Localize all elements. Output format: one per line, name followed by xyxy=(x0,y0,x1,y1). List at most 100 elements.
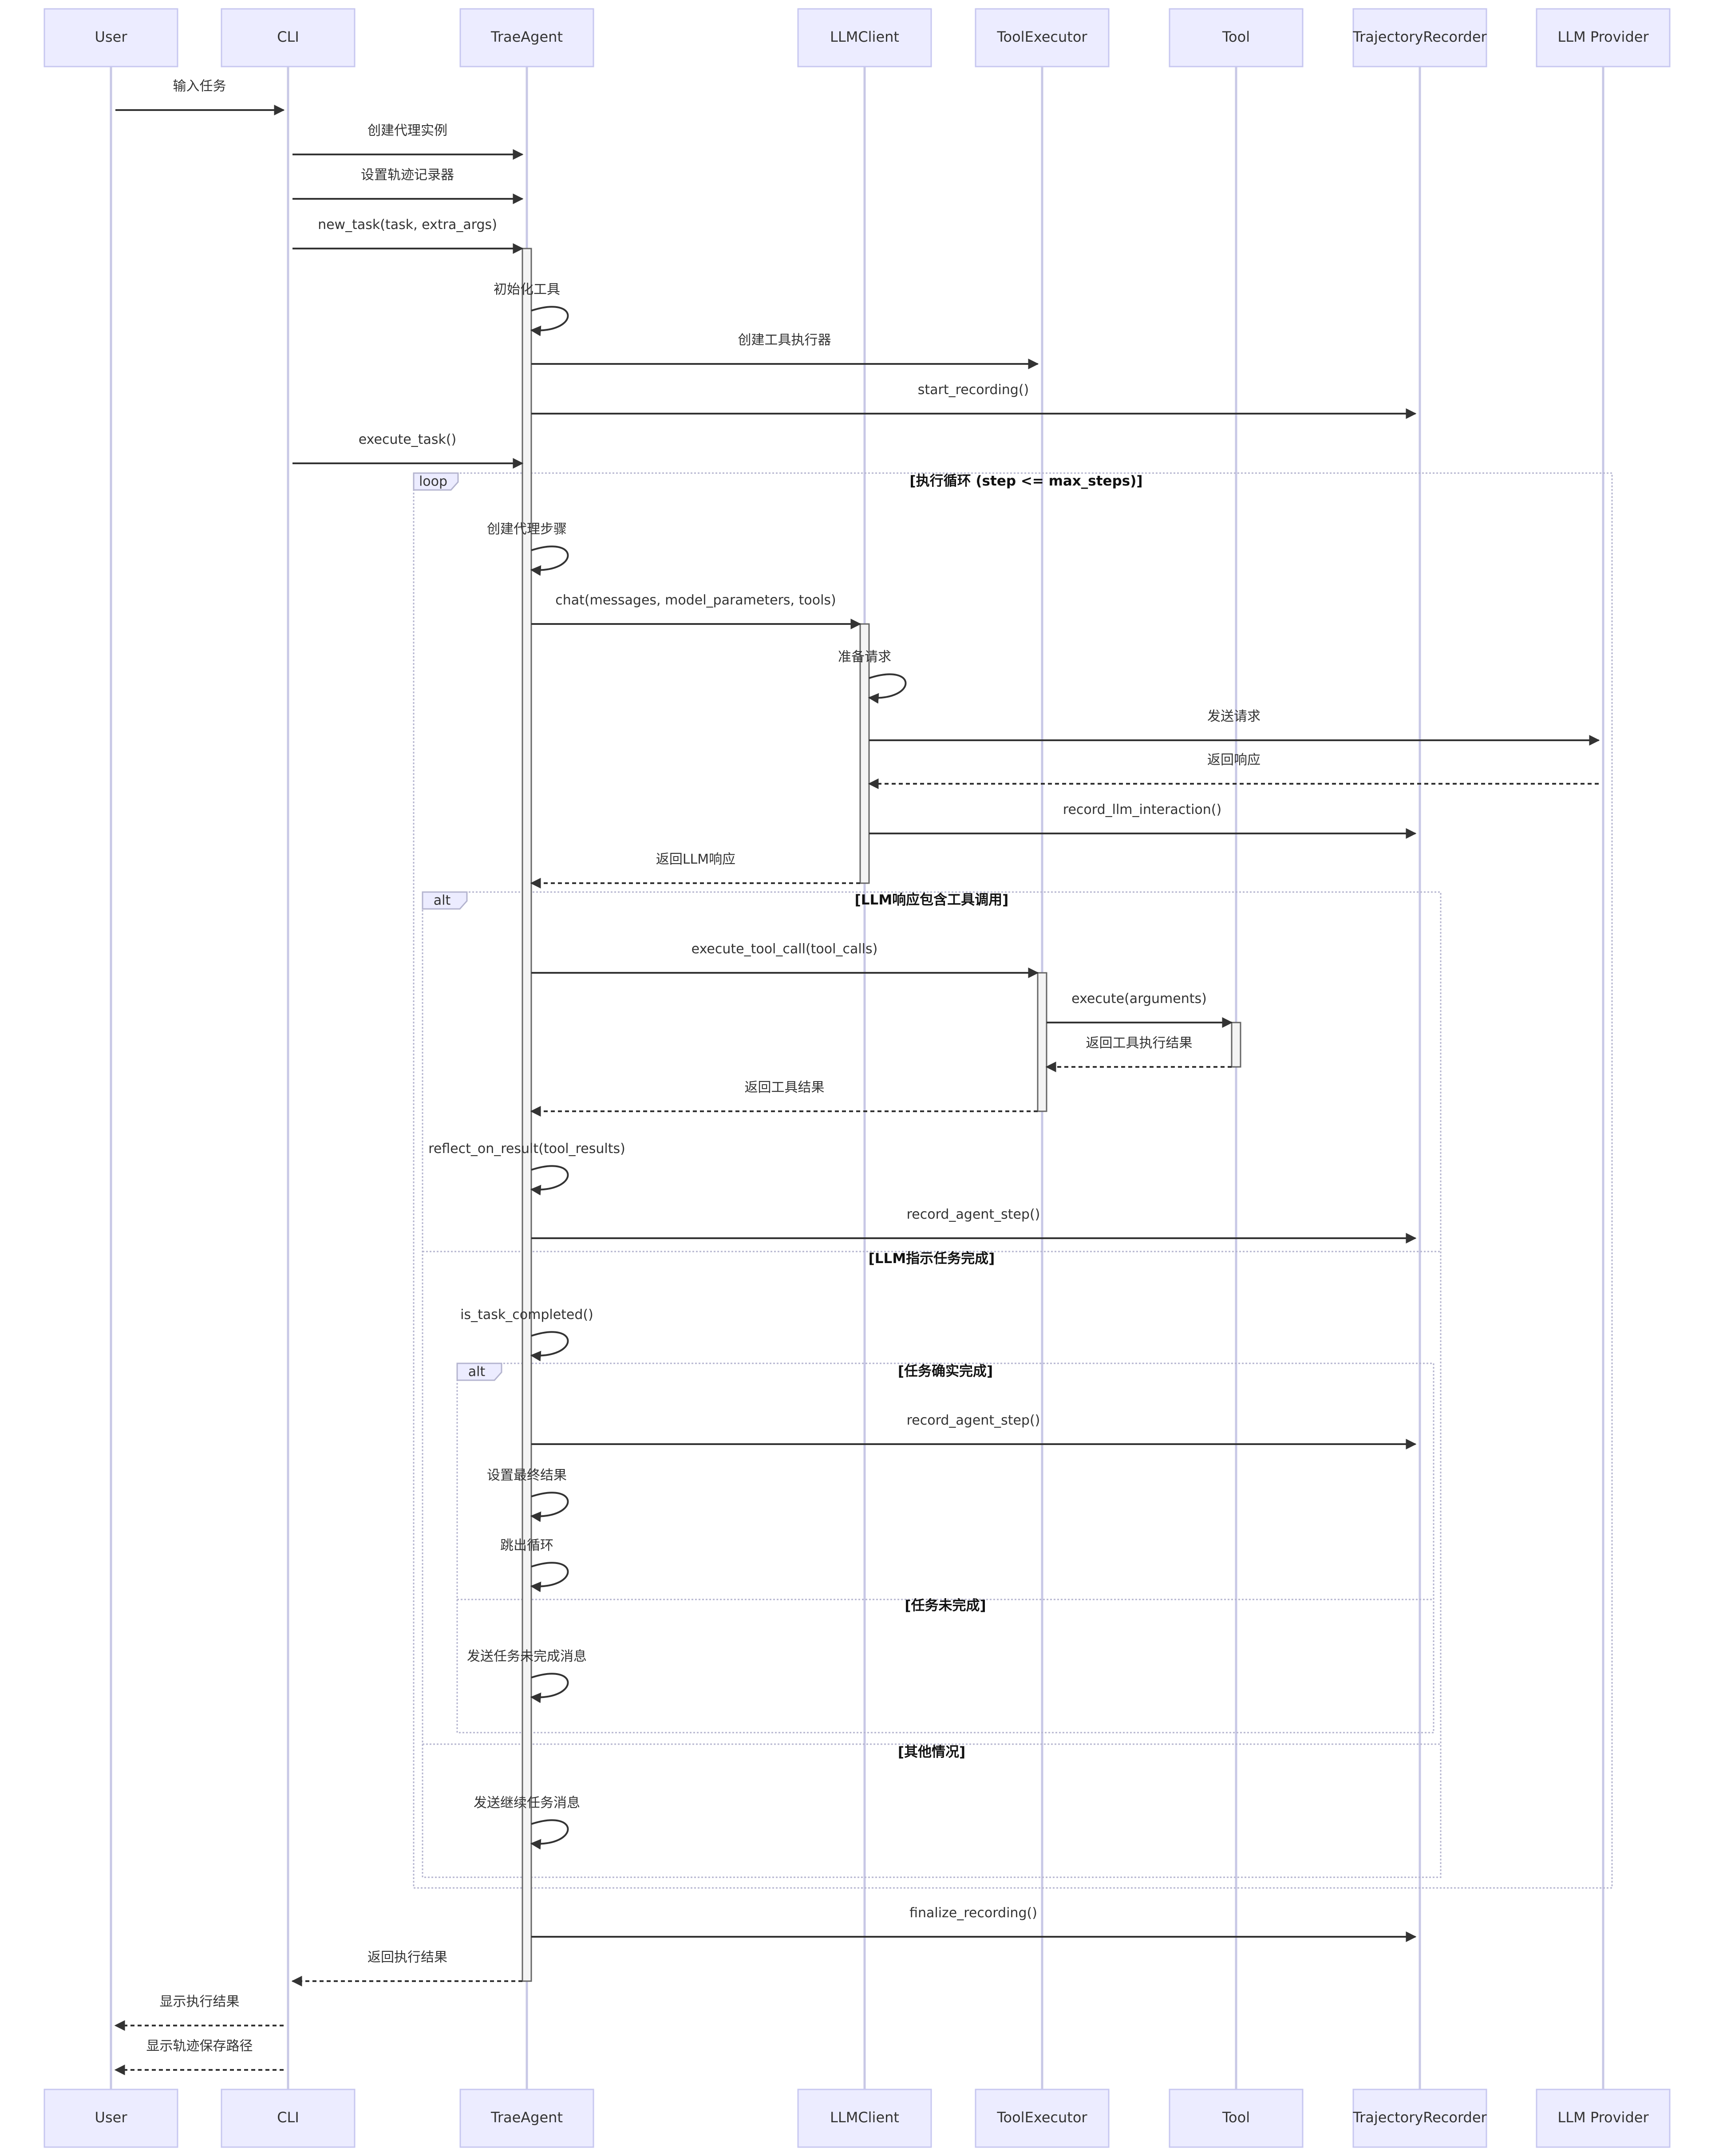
self-message-arrow xyxy=(530,1673,569,1703)
actor-label: TraeAgent xyxy=(490,28,563,45)
actor-label: LLMClient xyxy=(830,2109,899,2126)
actor-label: User xyxy=(95,2109,128,2126)
fragment-alt-2: alt[任务确实完成][任务未完成] xyxy=(456,1362,1434,1733)
message-12: 返回响应 xyxy=(868,752,1599,789)
fragment-condition: [任务确实完成] xyxy=(898,1363,993,1379)
fragment-condition: [LLM响应包含工具调用] xyxy=(855,892,1009,908)
activation-bar-agent xyxy=(522,248,532,1982)
actor-exec-bottom: ToolExecutor xyxy=(975,2089,1110,2148)
actor-label: User xyxy=(95,28,128,45)
actor-label: CLI xyxy=(277,28,299,45)
actor-box xyxy=(221,2089,356,2148)
message-22: record_agent_step() xyxy=(531,1413,1417,1449)
actor-label: Tool xyxy=(1222,2109,1250,2126)
actor-label: ToolExecutor xyxy=(996,28,1087,45)
message-5: 创建工具执行器 xyxy=(531,332,1039,369)
self-message-arrow xyxy=(530,1165,569,1196)
message-8: 创建代理步骤 xyxy=(487,521,569,576)
actor-llm-bottom: LLMClient xyxy=(797,2089,932,2148)
message-label: 设置最终结果 xyxy=(487,1468,567,1483)
message-29: 显示执行结果 xyxy=(114,1994,284,2031)
message-0: 输入任务 xyxy=(115,79,285,115)
self-message-arrow xyxy=(868,673,907,704)
message-28: 返回执行结果 xyxy=(291,1950,522,1986)
actor-box xyxy=(975,8,1110,67)
message-14: 返回LLM响应 xyxy=(530,852,860,888)
message-label: 创建工具执行器 xyxy=(738,332,831,348)
fragment-tag: loop xyxy=(419,474,447,490)
message-label: 发送请求 xyxy=(1207,709,1261,724)
fragment-loop-0: loop [执行循环 (step <= max_steps)] xyxy=(413,472,1613,1889)
actor-tool-bottom: Tool xyxy=(1169,2089,1304,2148)
actor-box xyxy=(43,8,178,67)
message-label: reflect_on_result(tool_results) xyxy=(428,1141,625,1157)
actor-label: TrajectoryRecorder xyxy=(1352,2109,1487,2126)
message-25: 发送任务未完成消息 xyxy=(467,1649,587,1703)
message-9: chat(messages, model_parameters, tools) xyxy=(531,592,861,629)
message-label: 显示执行结果 xyxy=(160,1994,240,2010)
message-24: 跳出循环 xyxy=(500,1538,569,1592)
self-message-arrow xyxy=(530,306,569,336)
actor-box xyxy=(1536,2089,1671,2148)
message-15: execute_tool_call(tool_calls) xyxy=(531,941,1039,978)
message-label: record_agent_step() xyxy=(907,1207,1040,1222)
message-11: 发送请求 xyxy=(869,709,1600,746)
actor-llm-top: LLMClient xyxy=(797,8,932,67)
message-label: 发送继续任务消息 xyxy=(474,1795,580,1811)
actor-agent-bottom: TraeAgent xyxy=(459,2089,594,2148)
fragment-tab xyxy=(413,472,459,491)
message-label: 返回工具结果 xyxy=(745,1080,825,1095)
activation-bar-exec xyxy=(1037,972,1047,1112)
actor-prov-top: LLM Provider xyxy=(1536,8,1671,67)
message-label: record_agent_step() xyxy=(907,1413,1040,1428)
fragment-condition: [执行循环 (step <= max_steps)] xyxy=(909,473,1142,489)
message-label: 返回LLM响应 xyxy=(656,852,735,867)
fragment-tab xyxy=(456,1362,502,1381)
fragment-alt-1: alt [LLM响应包含工具调用] [LLM指示任务完成] [其他情况] xyxy=(422,891,1442,1878)
message-label: 创建代理步骤 xyxy=(487,521,567,537)
actor-cli-top: CLI xyxy=(221,8,356,67)
message-label: execute_tool_call(tool_calls) xyxy=(692,941,878,957)
actor-label: LLM Provider xyxy=(1557,28,1649,45)
fragment-condition: [其他情况] xyxy=(898,1744,965,1760)
message-18: 返回工具结果 xyxy=(530,1080,1038,1117)
actor-box xyxy=(221,8,356,67)
actor-box xyxy=(459,2089,594,2148)
message-27: finalize_recording() xyxy=(531,1905,1417,1942)
self-message-arrow xyxy=(530,1492,569,1522)
fragment-condition: [任务未完成] xyxy=(905,1598,986,1614)
self-message-arrow xyxy=(530,1331,569,1362)
message-7: execute_task() xyxy=(292,432,524,469)
actor-box xyxy=(43,2089,178,2148)
actor-user-bottom: User xyxy=(43,2089,178,2148)
message-label: 跳出循环 xyxy=(500,1538,553,1553)
actor-box xyxy=(975,2089,1110,2148)
message-label: 创建代理实例 xyxy=(368,123,447,138)
message-6: start_recording() xyxy=(531,382,1417,419)
actor-label: TraeAgent xyxy=(490,2109,563,2126)
message-26: 发送继续任务消息 xyxy=(474,1795,580,1850)
actor-prov-bottom: LLM Provider xyxy=(1536,2089,1671,2148)
message-16: execute(arguments) xyxy=(1047,991,1233,1028)
actor-label: CLI xyxy=(277,2109,299,2126)
message-4: 初始化工具 xyxy=(494,282,569,336)
message-label: chat(messages, model_parameters, tools) xyxy=(555,592,836,608)
fragment-tag: alt xyxy=(434,893,451,908)
message-label: 发送任务未完成消息 xyxy=(467,1649,587,1664)
message-label: 设置轨迹记录器 xyxy=(361,167,454,183)
message-label: execute_task() xyxy=(359,432,457,447)
message-label: record_llm_interaction() xyxy=(1063,802,1221,817)
message-label: 返回工具执行结果 xyxy=(1086,1035,1193,1051)
fragment-condition: [LLM指示任务完成] xyxy=(869,1251,995,1267)
message-23: 设置最终结果 xyxy=(487,1468,569,1522)
message-19: reflect_on_result(tool_results) xyxy=(428,1141,625,1196)
actor-box xyxy=(1352,2089,1487,2148)
actor-rec-top: TrajectoryRecorder xyxy=(1352,8,1487,67)
message-label: new_task(task, extra_args) xyxy=(318,217,497,233)
actor-label: LLM Provider xyxy=(1557,2109,1649,2126)
message-label: execute(arguments) xyxy=(1071,991,1207,1007)
actor-box xyxy=(1169,2089,1304,2148)
self-message-arrow xyxy=(530,545,569,576)
message-label: is_task_completed() xyxy=(460,1307,593,1323)
actor-user-top: User xyxy=(43,8,178,67)
